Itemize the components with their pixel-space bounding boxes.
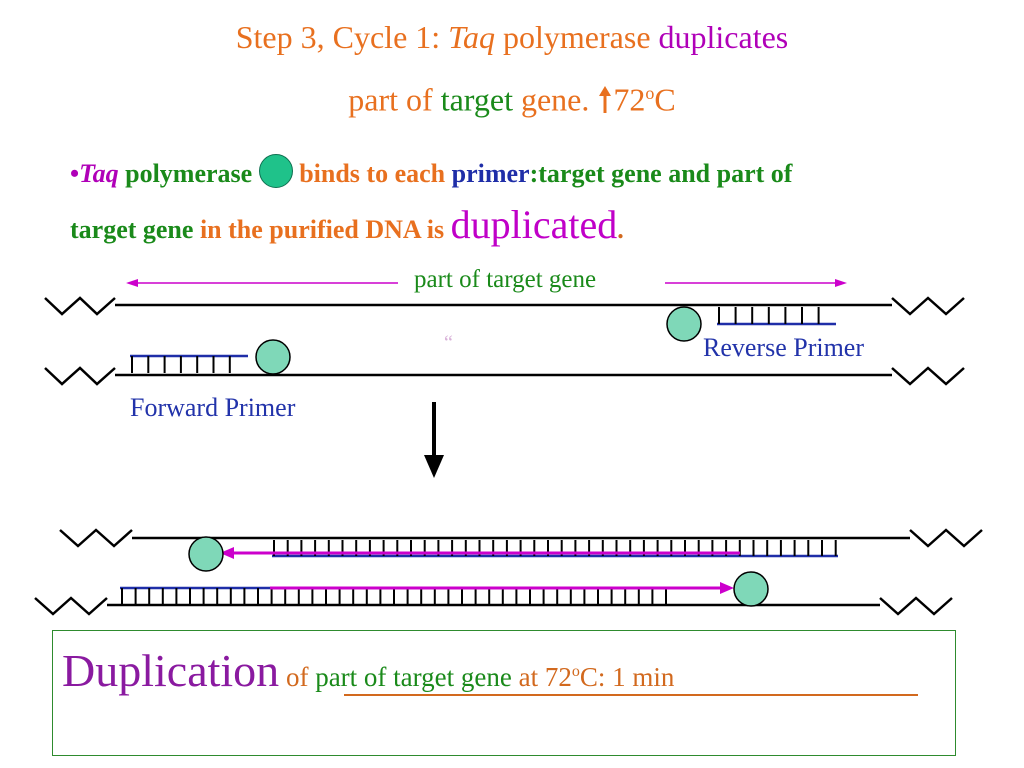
slide-title-line1: Step 3, Cycle 1: Taq polymerase duplicat…: [235, 19, 789, 55]
polymerase-circle-icon: [255, 339, 291, 375]
polymerase-circle-icon: [666, 306, 702, 342]
polymerase-circle-icon: [258, 154, 293, 188]
dna-strand-top: [44, 296, 965, 316]
forward-primer-label: Forward Primer: [130, 393, 296, 422]
reverse-primer: [717, 307, 836, 326]
summary-underline: [344, 694, 918, 696]
bullet-line-2: target gene in the purified DNA is dupli…: [70, 202, 624, 247]
forward-primer: [130, 354, 248, 373]
new-strand-lower: [120, 582, 734, 604]
temperature-up-arrow-icon: [597, 85, 613, 115]
dna-strand-bottom: [44, 366, 965, 386]
reverse-primer-label: Reverse Primer: [703, 333, 865, 362]
stray-quote-mark: “: [444, 332, 453, 354]
slide-title-line2: part of target gene. 72oC: [348, 81, 676, 118]
dna-strand-top-duplicated: [59, 528, 983, 548]
target-gene-span-arrow: [126, 279, 847, 287]
bullet-line-1: •Taq polymerase binds to each primer:tar…: [70, 154, 792, 191]
dna-strand-bottom-duplicated: [34, 596, 953, 616]
process-down-arrow-icon: [424, 402, 444, 478]
summary-box: [52, 630, 956, 756]
summary-text: Duplication of part of target gene at 72…: [62, 645, 675, 696]
new-strand-upper: [220, 540, 838, 559]
polymerase-circle-icon: [188, 536, 224, 572]
target-gene-span-label: part of target gene: [410, 266, 601, 294]
polymerase-circle-icon: [733, 571, 769, 607]
